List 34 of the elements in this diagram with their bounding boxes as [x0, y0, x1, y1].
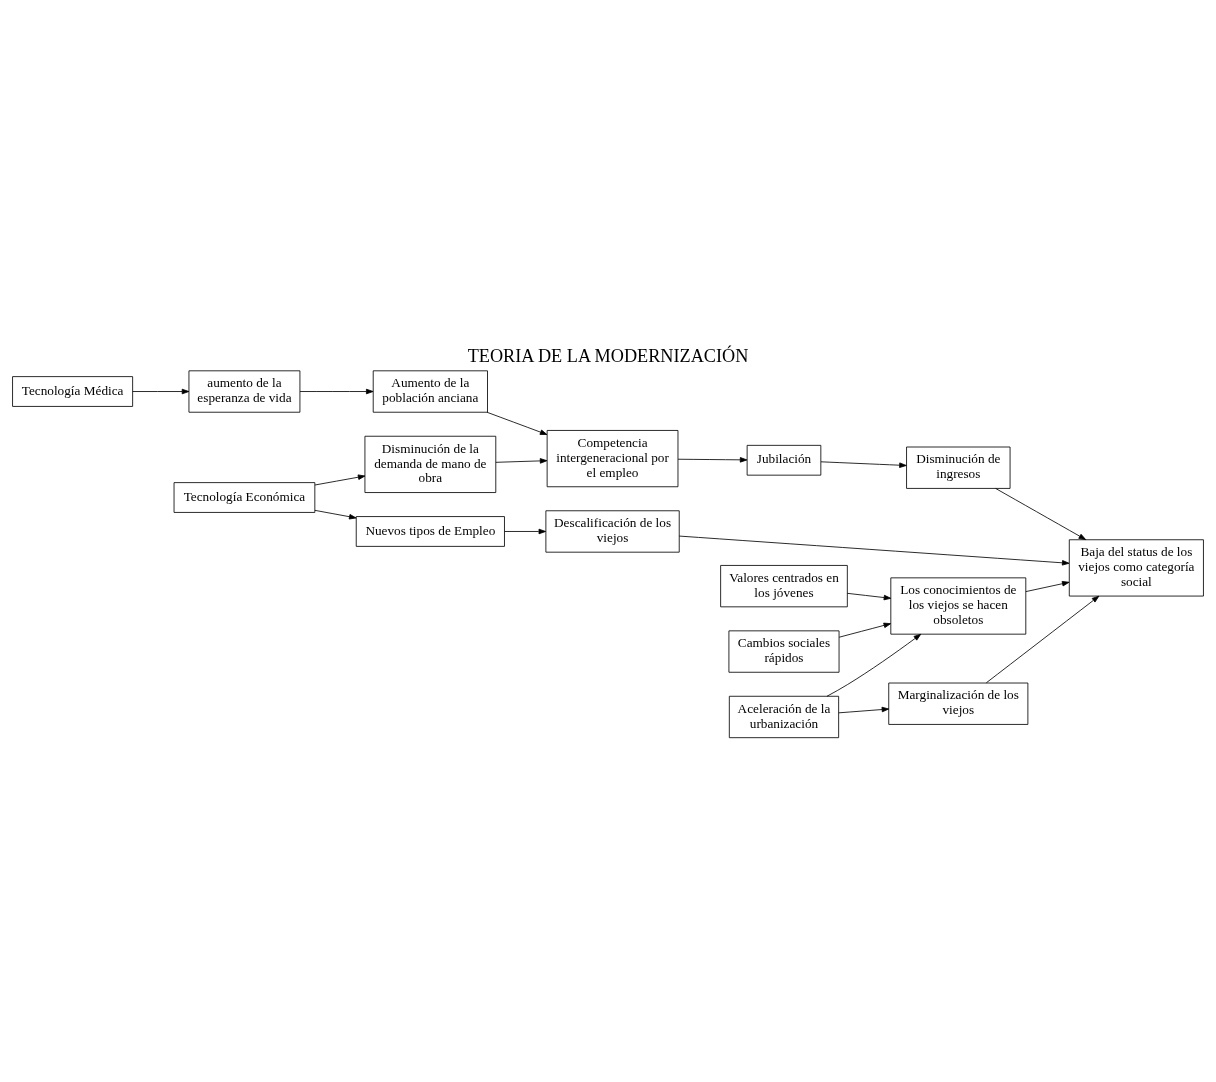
node-box: Valores centrados en los jóvenes	[720, 565, 848, 608]
arrow	[132, 388, 190, 395]
arrow	[495, 458, 548, 464]
node-box: Baja del status de los viejos como categoría social	[1068, 539, 1204, 597]
node-box: Tecnología Económica	[173, 482, 316, 513]
node-box: Los conocimientos de los viejos se hacen obsoletos	[890, 577, 1027, 635]
node-box: Nuevos tipos de Empleo	[355, 516, 505, 547]
arrow	[299, 388, 374, 395]
node-box: Tecnología Médica	[12, 376, 134, 407]
node-box: Aumento de la población anciana	[372, 370, 488, 413]
node-box: Cambios sociales rápidos	[728, 630, 840, 673]
node-box: Disminución de ingresos	[906, 446, 1011, 489]
arrow	[314, 509, 357, 520]
node-box: Marginalización de los viejos	[888, 682, 1029, 725]
arrow	[486, 411, 548, 435]
arrow	[838, 706, 890, 714]
node-box: aumento de la esperanza de vida	[188, 370, 301, 413]
node-box: Descalificación de los viejos	[545, 510, 680, 553]
arrow	[677, 457, 748, 463]
node-box: Aceleración de la urbanización	[728, 695, 840, 739]
diagram-title: TEORIA DE LA MODERNIZACIÓN	[467, 346, 749, 367]
arrow	[838, 622, 892, 638]
arrow	[826, 633, 922, 697]
arrow	[678, 535, 1070, 566]
arrow	[314, 474, 366, 486]
arrow	[504, 528, 547, 535]
node-box: Disminución de la demanda de mano de obra	[364, 435, 497, 493]
node-box: Jubilación	[746, 444, 822, 476]
arrow	[1025, 581, 1070, 593]
arrow	[985, 595, 1100, 684]
node-box: Competencia intergeneracional por el empleo	[546, 430, 679, 488]
arrow	[995, 488, 1087, 540]
arrow	[820, 461, 907, 468]
arrow	[847, 592, 892, 601]
